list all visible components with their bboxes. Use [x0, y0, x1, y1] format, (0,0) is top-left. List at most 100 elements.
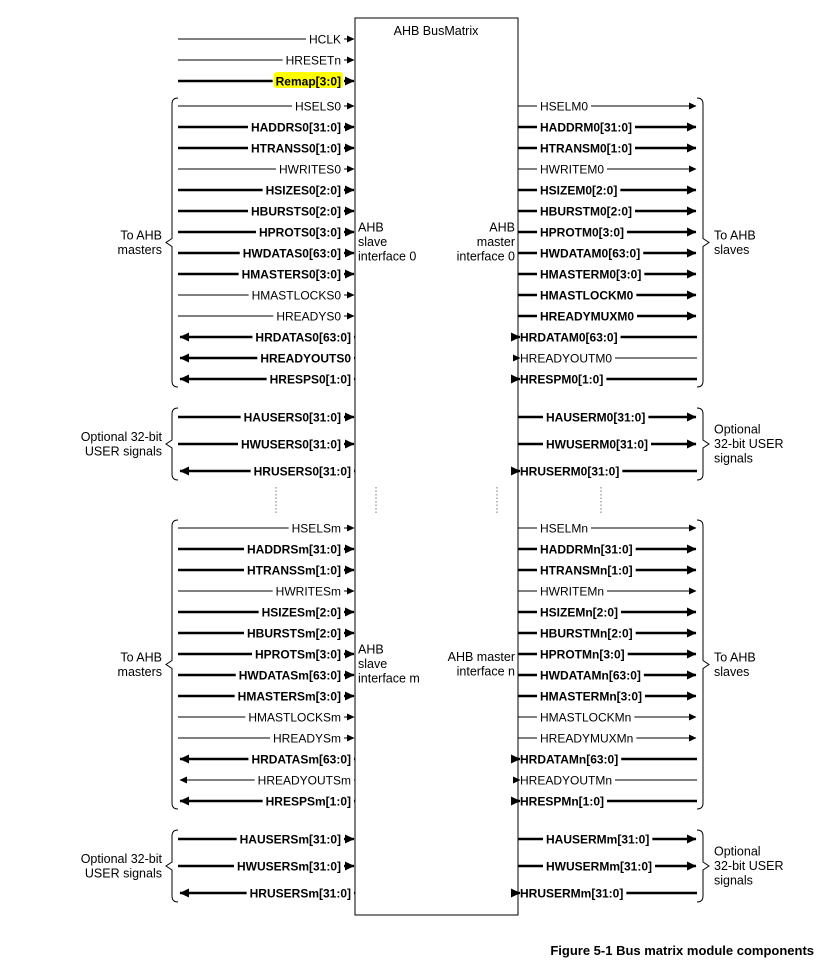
signal-hsizesm: HSIZESm[2:0] [178, 605, 355, 619]
signal-label: HWDATAM0[63:0] [540, 246, 640, 260]
signal-hclk: HCLK [178, 32, 355, 46]
signal-label: HTRANSSm[1:0] [247, 563, 341, 577]
optional-user-signals-label: 32-bit USER [714, 437, 783, 451]
signal-label: HBURSTMn[2:0] [540, 626, 633, 640]
interface-group-1: HSELSmHADDRSm[31:0]HTRANSSm[1:0]HWRITESm… [81, 519, 783, 903]
signal-label: HRESPMn[1:0] [520, 794, 604, 808]
brace-right-user [696, 407, 710, 481]
signal-label: HWUSERMm[31:0] [546, 859, 652, 873]
signal-label: HADDRSm[31:0] [247, 542, 341, 556]
signal-hwritem0: HWRITEM0 [518, 162, 697, 176]
to-ahb-masters-label: To AHB [120, 650, 162, 664]
signal-label: HMASTLOCKS0 [252, 288, 342, 302]
signal-label: HRUSERM0[31:0] [520, 464, 619, 478]
to-ahb-slaves-label: slaves [714, 665, 749, 679]
master-interface-label: AHB [489, 221, 515, 235]
signal-label: HWRITEM0 [540, 162, 604, 176]
master-interface-label: interface n [457, 664, 515, 678]
to-ahb-slaves-label: To AHB [714, 228, 756, 242]
signal-label: HAUSERM0[31:0] [546, 410, 645, 424]
signal-haddrmn: HADDRMn[31:0] [518, 542, 697, 556]
signal-label: HRDATASm[63:0] [251, 752, 351, 766]
brace-to-slaves [696, 519, 710, 810]
signal-label: HSELSm [292, 521, 341, 535]
brace-to-masters [165, 97, 179, 388]
slave-interface-label: interface m [358, 672, 420, 686]
signal-hrdatam0: HRDATAM0[63:0] [511, 330, 697, 344]
signal-label: HWUSERS0[31:0] [241, 437, 341, 451]
signal-remap: Remap[3:0] [178, 72, 355, 88]
signal-hmasters0: HMASTERS0[3:0] [178, 267, 355, 281]
optional-user-signals-label: Optional [714, 423, 761, 437]
signal-hmasterm0: HMASTERM0[3:0] [518, 267, 697, 281]
signal-label: HPROTM0[3:0] [540, 225, 624, 239]
signal-label: HRUSERSm[31:0] [250, 886, 351, 900]
signal-haddrm0: HADDRM0[31:0] [518, 120, 697, 134]
signal-label: HBURSTSm[2:0] [247, 626, 341, 640]
signal-label: HWUSERSm[31:0] [237, 859, 341, 873]
signal-label: HRESPSm[1:0] [266, 794, 351, 808]
signal-label: HTRANSS0[1:0] [251, 141, 341, 155]
signal-haddrs0: HADDRS0[31:0] [178, 120, 355, 134]
signal-hburstsm: HBURSTSm[2:0] [178, 626, 355, 640]
signal-label: HTRANSMn[1:0] [540, 563, 633, 577]
signal-label: HADDRMn[31:0] [540, 542, 633, 556]
signal-label: HAUSERSm[31:0] [240, 832, 341, 846]
busmatrix-box [354, 17, 519, 916]
signal-hmastlockm0: HMASTLOCKM0 [518, 288, 697, 302]
signal-label: HCLK [309, 32, 341, 46]
signal-hresetn: HRESETn [178, 53, 355, 67]
signal-label: HRDATAMn[63:0] [520, 752, 618, 766]
optional-user-signals-label: Optional [714, 845, 761, 859]
optional-user-signals-label: 32-bit USER [714, 859, 783, 873]
signal-hrdatamn: HRDATAMn[63:0] [511, 752, 697, 766]
signal-hprotmn: HPROTMn[3:0] [518, 647, 697, 661]
signal-hwdatasm: HWDATASm[63:0] [178, 668, 355, 682]
signal-label: HREADYOUTS0 [260, 351, 351, 365]
signal-hwusermm: HWUSERMm[31:0] [518, 859, 697, 873]
optional-user-signals-label: USER signals [85, 444, 162, 458]
brace-left-user [165, 407, 179, 481]
signal-label: HADDRS0[31:0] [251, 120, 341, 134]
signal-hprotm0: HPROTM0[3:0] [518, 225, 697, 239]
signal-label: HSIZES0[2:0] [266, 183, 341, 197]
to-ahb-slaves-label: slaves [714, 243, 749, 257]
signal-label: HAUSERMm[31:0] [546, 832, 649, 846]
signal-label: HREADYOUTSm [258, 773, 351, 787]
master-interface-label: AHB master [448, 650, 515, 664]
signal-hprots0: HPROTS0[3:0] [178, 225, 355, 239]
signal-hwrites0: HWRITES0 [178, 162, 355, 176]
signal-label: HSIZEMn[2:0] [540, 605, 618, 619]
signal-hausermm: HAUSERMm[31:0] [518, 832, 697, 846]
signal-label: HMASTERS0[3:0] [242, 267, 341, 281]
brace-to-slaves [696, 97, 710, 388]
signal-hprotsm: HPROTSm[3:0] [178, 647, 355, 661]
signal-label: HREADYS0 [276, 309, 341, 323]
to-ahb-slaves-label: To AHB [714, 650, 756, 664]
optional-user-signals-label: Optional 32-bit [81, 430, 163, 444]
brace-right-user [696, 829, 710, 903]
optional-user-signals-label: Optional 32-bit [81, 852, 163, 866]
signal-label: HBURSTM0[2:0] [540, 204, 632, 218]
signal-hwdatam0: HWDATAM0[63:0] [518, 246, 697, 260]
signal-label: HPROTS0[3:0] [259, 225, 341, 239]
signal-hreadyoutmn: HREADYOUTMn [513, 773, 697, 787]
signal-label: HMASTLOCKMn [540, 710, 631, 724]
signal-htranss0: HTRANSS0[1:0] [178, 141, 355, 155]
signal-hsizes0: HSIZES0[2:0] [178, 183, 355, 197]
signal-hsels0: HSELS0 [178, 99, 355, 113]
signal-htransm0: HTRANSM0[1:0] [518, 141, 697, 155]
signal-hreadyoutsm: HREADYOUTSm [179, 773, 355, 787]
signal-label: HREADYSm [273, 731, 341, 745]
signal-hsizemn: HSIZEMn[2:0] [518, 605, 697, 619]
signal-hbursts0: HBURSTS0[2:0] [178, 204, 355, 218]
to-ahb-masters-label: masters [118, 243, 162, 257]
signal-hauserm0: HAUSERM0[31:0] [518, 410, 697, 424]
signal-hausers0: HAUSERS0[31:0] [178, 410, 355, 424]
to-ahb-masters-label: masters [118, 665, 162, 679]
signal-hrdatas0: HRDATAS0[63:0] [179, 330, 355, 344]
signal-hselm0: HSELM0 [518, 99, 697, 113]
